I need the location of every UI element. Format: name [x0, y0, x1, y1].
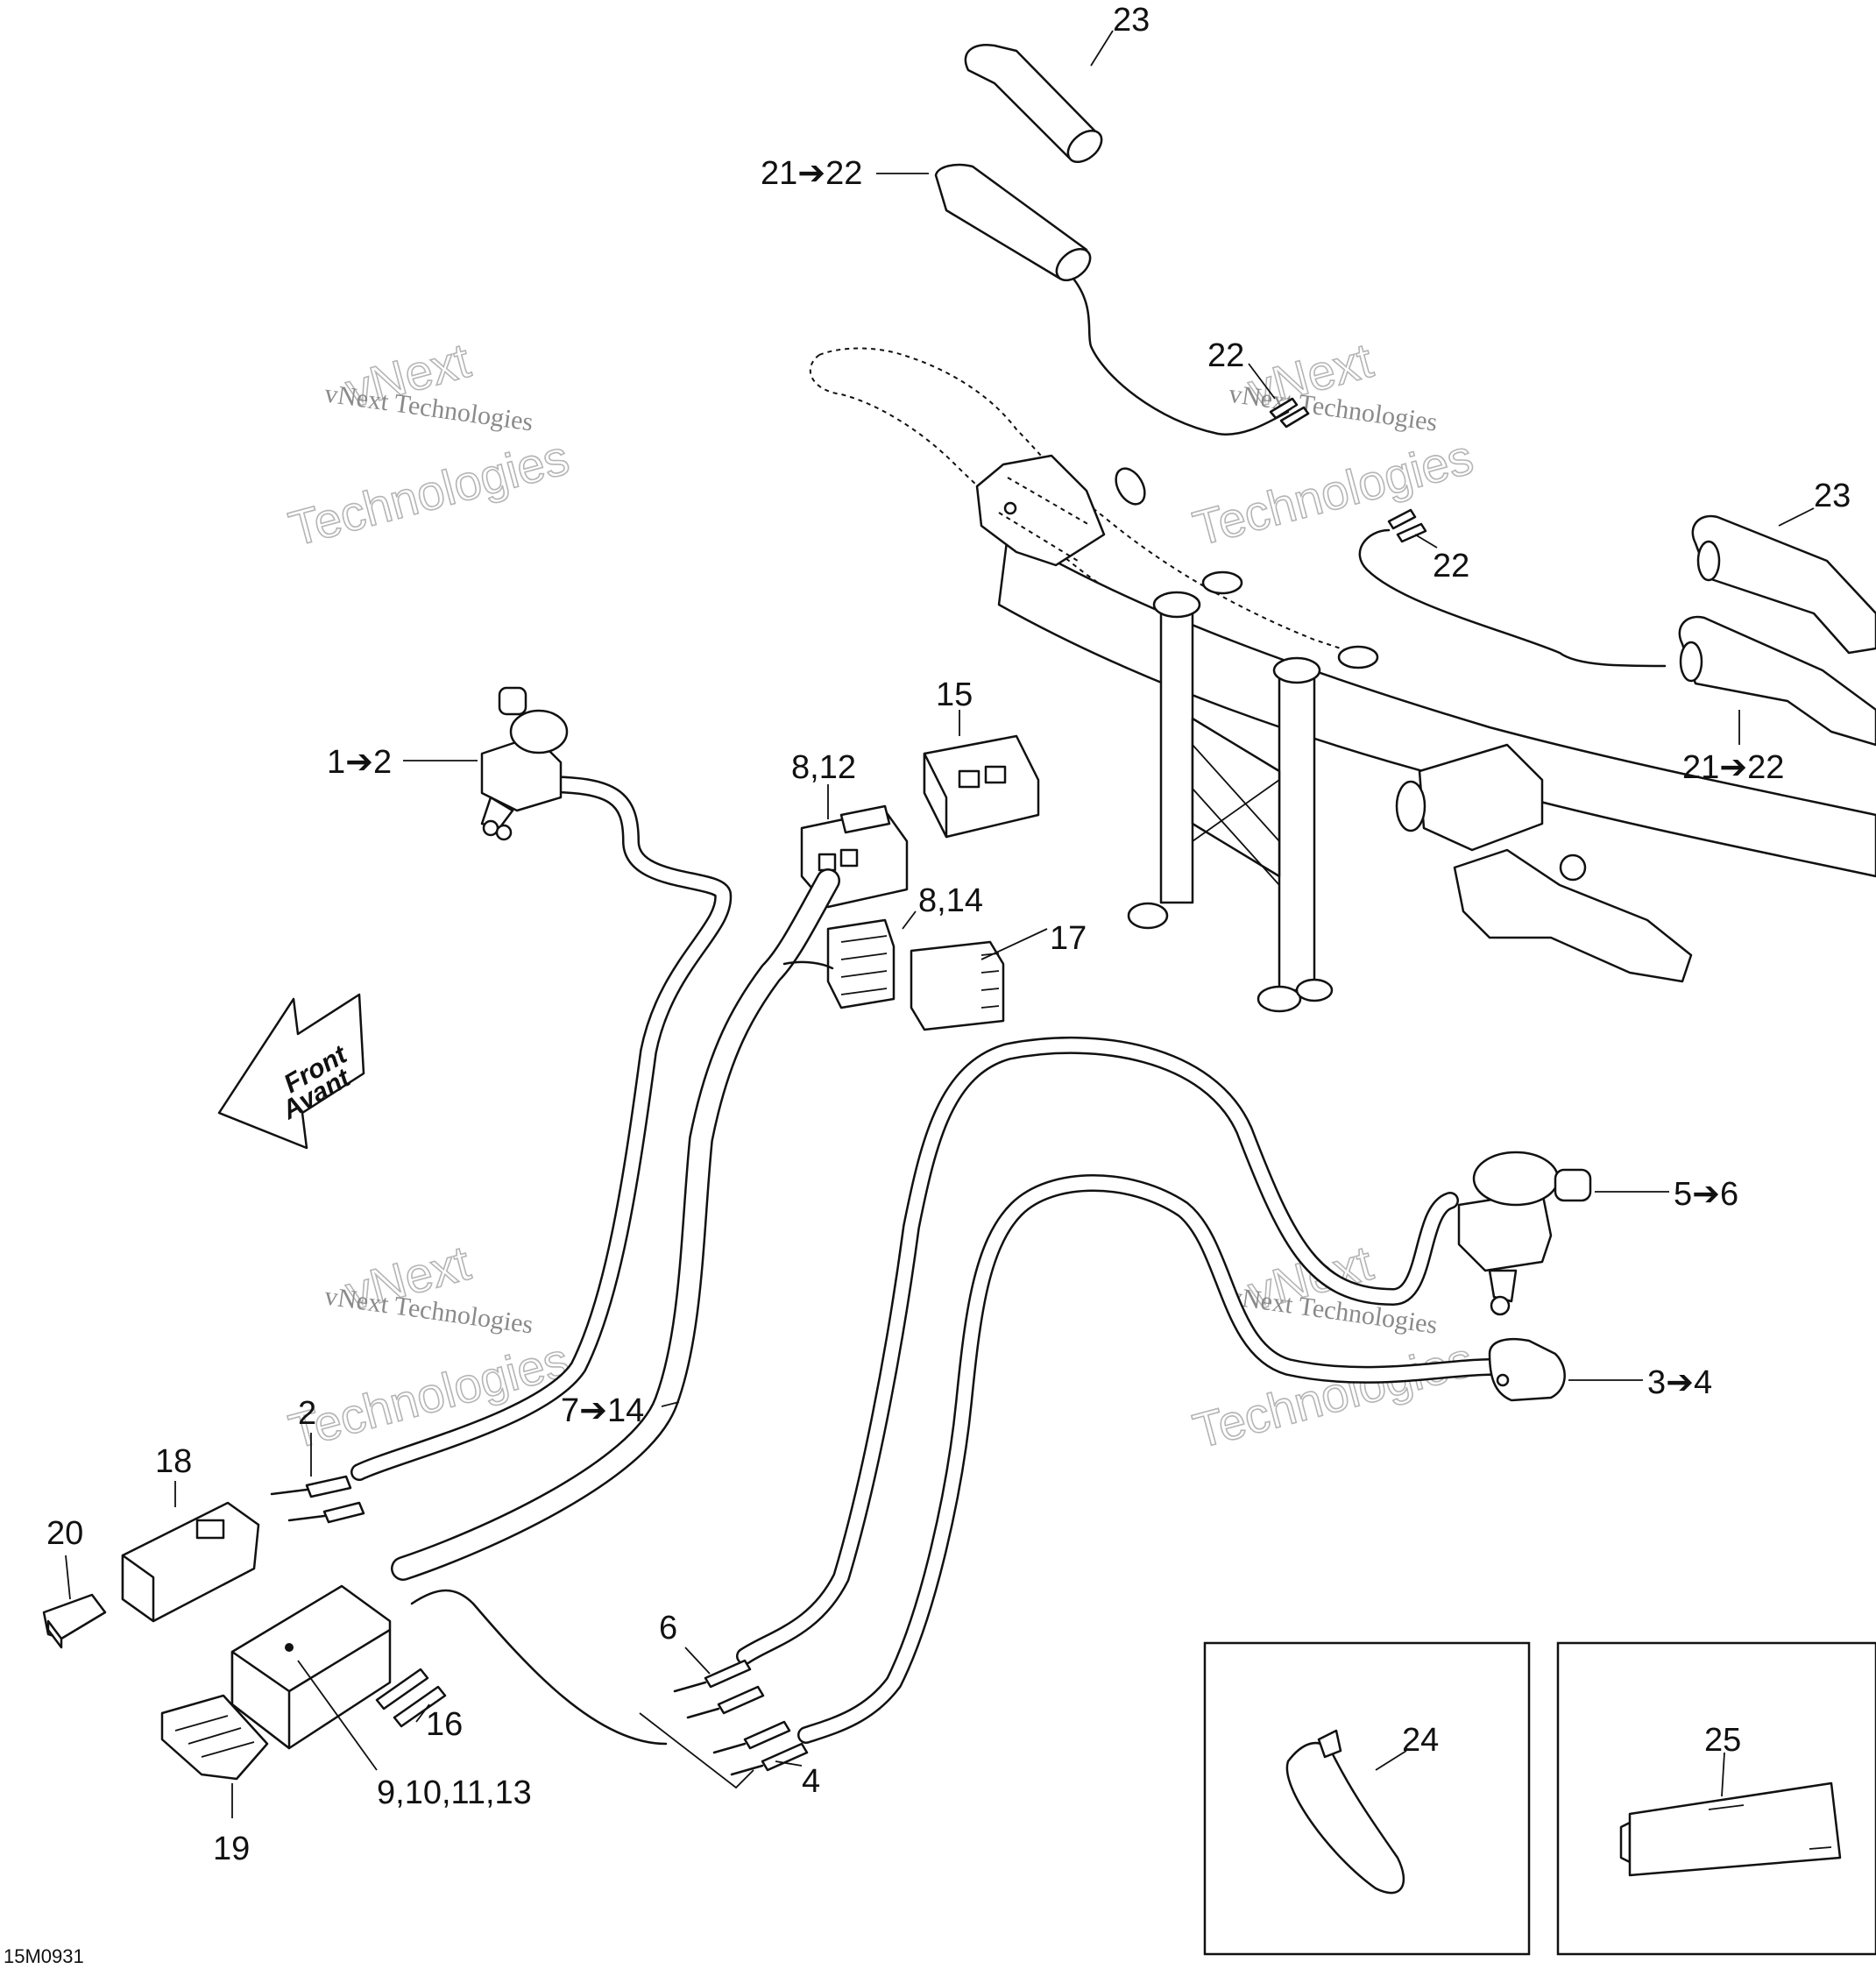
callout-23-right: 23 — [1814, 478, 1851, 514]
callout-19: 19 — [213, 1831, 250, 1867]
callout-23-top: 23 — [1113, 2, 1150, 39]
callout-21-22-top: 21➔22 — [761, 155, 862, 192]
watermark-bottom-right: vNext vNext Technologies Technologies — [1187, 1234, 1480, 1459]
grip-23-right — [1691, 514, 1876, 655]
callout-2: 2 — [298, 1395, 316, 1432]
callout-22-top: 22 — [1207, 337, 1244, 374]
grip-21-22-top — [934, 163, 1310, 436]
connector-marker-dot — [285, 1643, 294, 1652]
pins-16 — [375, 1668, 447, 1728]
watermark-line3: Technologies — [1187, 429, 1478, 556]
leader-lines — [65, 30, 1815, 1818]
callout-17: 17 — [1050, 920, 1087, 957]
watermark-line3: Technologies — [1187, 1331, 1478, 1458]
callout-6: 6 — [659, 1610, 677, 1647]
harness-wires — [350, 776, 1498, 1746]
terminals-6-4 — [639, 1659, 809, 1789]
switch-3-4 — [1488, 1337, 1566, 1402]
connector-8-14 — [826, 918, 896, 1009]
callout-8-14: 8,14 — [918, 882, 983, 919]
callout-18: 18 — [155, 1443, 192, 1480]
watermark-top-left: vNext vNext Technologies Technologies — [283, 331, 576, 557]
switch-1-2 — [480, 686, 569, 841]
grip-23-top — [964, 43, 1103, 163]
callout-3-4: 3➔4 — [1647, 1364, 1712, 1401]
inset-box-25 — [1556, 1641, 1876, 1956]
watermark-bottom-left: vNext vNext Technologies Technologies — [283, 1234, 576, 1460]
grip-21-22-right — [1358, 508, 1876, 747]
callout-7-14: 7➔14 — [561, 1392, 644, 1429]
callout-21-22-right: 21➔22 — [1682, 749, 1784, 786]
switch-5-6 — [1457, 1151, 1592, 1316]
left-clamp — [975, 454, 1146, 567]
connector-19 — [160, 1694, 269, 1781]
callout-8-12: 8,12 — [791, 749, 856, 786]
callout-16: 16 — [426, 1706, 463, 1743]
connector-9-10-11-13 — [230, 1584, 392, 1750]
connector-18 — [121, 1501, 260, 1623]
connector-20 — [42, 1593, 107, 1649]
brake-lever — [1395, 743, 1693, 983]
front-arrow-icon: Front Avant — [217, 993, 365, 1150]
callout-25: 25 — [1704, 1722, 1741, 1759]
connector-17 — [910, 940, 1005, 1031]
callout-9-10-11-13: 9,10,11,13 — [377, 1774, 532, 1811]
callout-1-2: 1➔2 — [327, 744, 392, 781]
callout-5-6: 5➔6 — [1674, 1176, 1738, 1213]
inset-box-24 — [1203, 1641, 1531, 1956]
callout-24: 24 — [1402, 1722, 1439, 1759]
handlebar-assembly — [809, 43, 1876, 1013]
callout-labels: 23 21➔22 22 22 23 21➔22 15 8,12 8,14 17 … — [4, 2, 1851, 1967]
callout-20: 20 — [46, 1515, 83, 1552]
watermark-line3: Technologies — [283, 429, 574, 556]
terminals-2 — [270, 1475, 365, 1524]
riser-towers — [1127, 570, 1379, 1013]
handlebar-left-dashed-upper — [818, 347, 1368, 658]
connector-15 — [923, 734, 1040, 839]
callout-15: 15 — [936, 676, 973, 713]
figure-code: 15M0931 — [4, 1945, 84, 1967]
callout-4: 4 — [802, 1763, 820, 1800]
callout-22-right: 22 — [1433, 548, 1469, 584]
